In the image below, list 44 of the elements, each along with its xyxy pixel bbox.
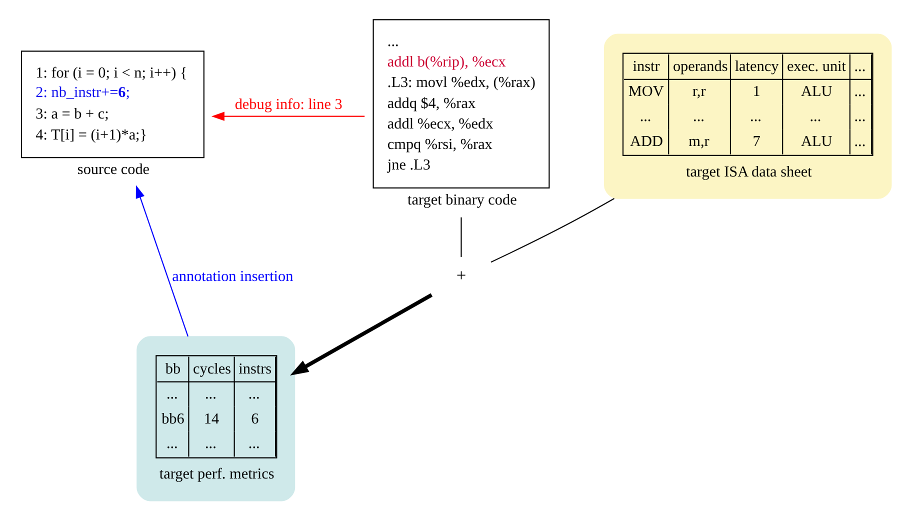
- label: cycles: [193, 360, 232, 378]
- label: instrs: [238, 360, 272, 378]
- label: ...: [750, 108, 762, 125]
- arrow: [290, 293, 433, 376]
- node-label: target binary code: [407, 191, 517, 208]
- label: ...: [248, 435, 260, 452]
- label: 1: [752, 82, 760, 100]
- connector: [460, 217, 462, 257]
- label: ...: [854, 82, 866, 100]
- node-box: 1: for (i = 0; i < n; i++) { 2: nb_instr+=6; 3: a = b + c; 4: T[i] = (i+1)*a;}: [20, 50, 204, 158]
- node-label: source code: [77, 161, 150, 178]
- label: m,r: [688, 132, 710, 150]
- label: r,r: [692, 82, 706, 100]
- label: MOV: [628, 82, 664, 100]
- label: ...: [248, 385, 260, 402]
- arrow: [211, 112, 365, 121]
- label: ALU: [801, 132, 832, 150]
- label: 6: [251, 410, 259, 428]
- label: instr: [632, 58, 660, 75]
- label: ...: [205, 435, 216, 452]
- label: ...: [166, 435, 178, 452]
- label: ALU: [801, 82, 832, 100]
- label: ...: [693, 108, 704, 125]
- label: ...: [854, 132, 866, 150]
- label: ...: [205, 385, 216, 402]
- label: 7: [752, 132, 760, 150]
- label: ...: [854, 58, 866, 75]
- label: bb6: [162, 410, 184, 428]
- connector: [490, 198, 615, 263]
- node-text: +: [456, 266, 466, 286]
- node-box: ... addl b(%rip), %ecx .L3: movl %edx, (%rax) addq $4, %rax addl %ecx, %edx cmpq %rsi, %rax jne .L3: [372, 19, 550, 189]
- label: exec. unit: [786, 58, 846, 75]
- label: bb: [165, 360, 181, 378]
- label: latency: [734, 58, 779, 75]
- label: 14: [204, 410, 220, 428]
- label: ...: [854, 108, 866, 125]
- edge-label: debug info: line 3: [234, 96, 342, 113]
- label: ...: [166, 385, 178, 402]
- label: ...: [640, 108, 652, 125]
- label: ADD: [630, 132, 663, 150]
- label: operands: [672, 58, 728, 75]
- label: ...: [810, 108, 822, 125]
- arrow: [136, 185, 188, 337]
- edge-label: annotation insertion: [172, 268, 294, 286]
